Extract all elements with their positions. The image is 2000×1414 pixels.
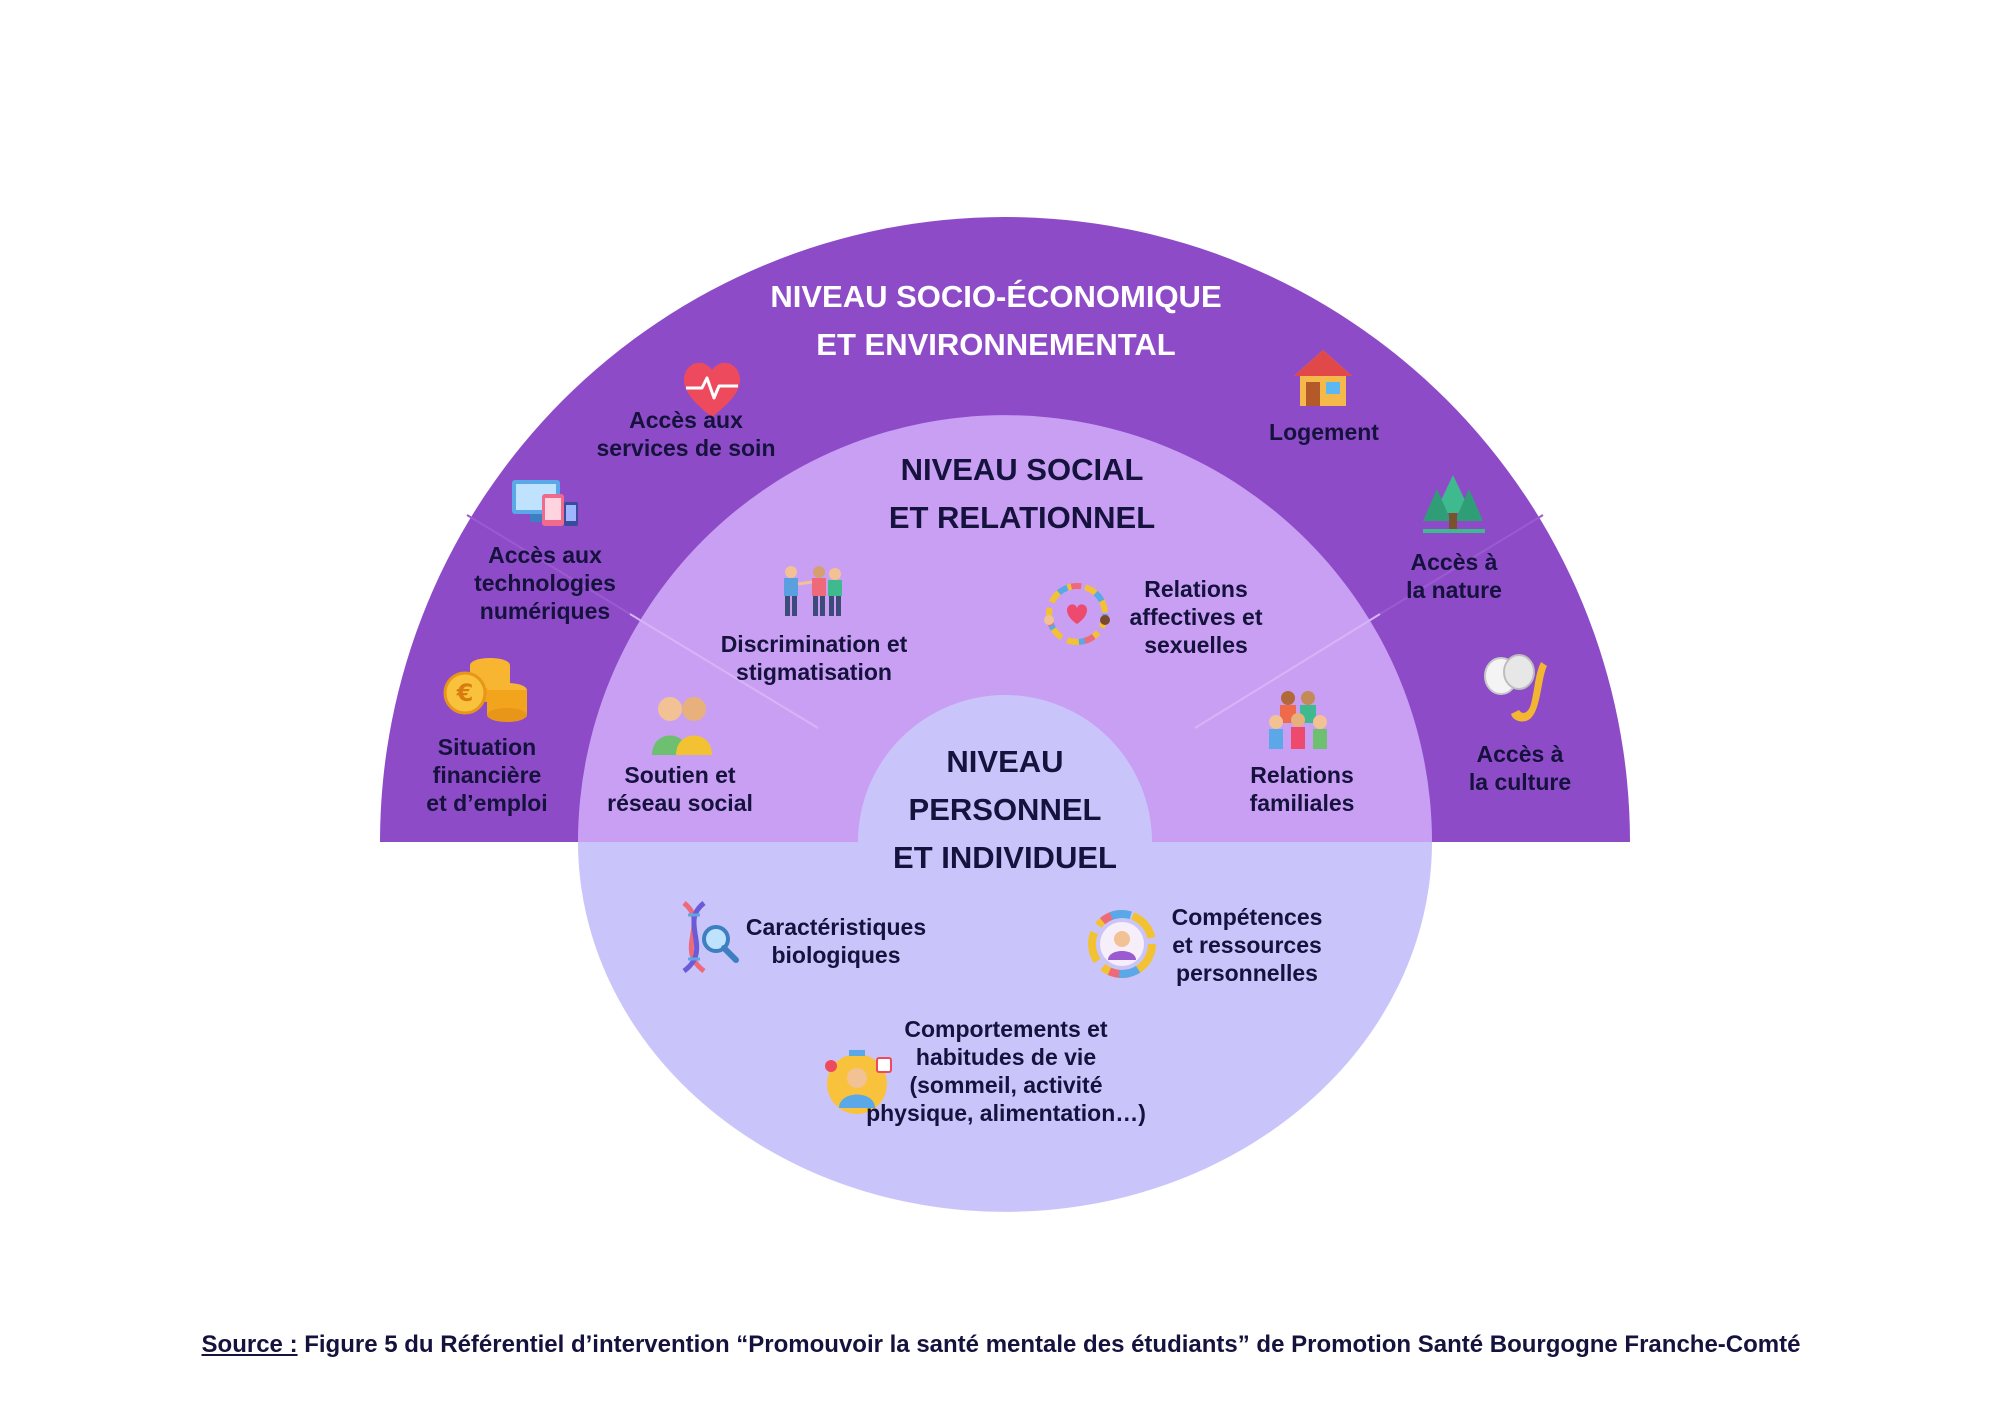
item-acces-nature: Accès à la nature (1406, 549, 1502, 603)
middle-ring-social (578, 415, 1432, 842)
heart-pulse-icon (684, 362, 740, 418)
dna-icon (682, 901, 739, 974)
level-title-social: NIVEAU SOCIAL ET RELATIONNEL (889, 446, 1155, 542)
inner-lower-personnel (578, 842, 1432, 1212)
person-circle-icon (1088, 910, 1156, 978)
lifestyle-icon (825, 1050, 892, 1114)
outer-divider-left (466, 514, 631, 615)
relationship-circle-icon (1044, 583, 1110, 645)
discrimination-people-icon (784, 566, 842, 616)
title-line: ET ENVIRONNEMENTAL (816, 327, 1176, 362)
outer-divider-right (1379, 514, 1544, 615)
item-relations-familiales: Relations familiales (1249, 762, 1355, 816)
title-line: ET INDIVIDUEL (893, 840, 1117, 875)
item-relations-affectives: Relations affectives et sexuelles (1129, 576, 1263, 658)
item-acces-services-soin: Accès aux services de soin (596, 407, 776, 461)
family-icon (1269, 691, 1327, 749)
euro-coins-icon: € (443, 658, 527, 722)
house-icon (1294, 350, 1352, 406)
devices-icon (512, 480, 578, 526)
item-situation-financiere: Situation financière et d’emploi (426, 734, 548, 816)
item-caracteristiques-biologiques: Caractéristiques biologiques (745, 914, 927, 968)
trees-icon (1423, 475, 1485, 533)
theater-saxophone-icon (1484, 654, 1547, 722)
source-caption: Source : Figure 5 du Référentiel d’inter… (202, 1331, 1801, 1359)
middle-divider-left (629, 613, 819, 729)
level-title-socio-economique: NIVEAU SOCIO-ÉCONOMIQUE ET ENVIRONNEMENT… (770, 273, 1221, 369)
title-line: NIVEAU (946, 744, 1064, 779)
svg-text:€: € (456, 679, 474, 707)
source-text: Figure 5 du Référentiel d’intervention “… (297, 1331, 1801, 1358)
item-acces-technologies-numeriques: Accès aux technologies numériques (474, 542, 616, 624)
item-comportements-habitudes: Comportements et habitudes de vie (somme… (866, 1016, 1146, 1126)
title-line: NIVEAU SOCIAL (900, 452, 1144, 487)
support-friends-icon (652, 697, 712, 755)
core-circle-personnel (858, 695, 1152, 842)
item-competences-ressources: Compétences et ressources personnelles (1171, 904, 1323, 986)
item-acces-culture: Accès à la culture (1468, 741, 1572, 795)
source-label: Source : (201, 1331, 298, 1358)
middle-divider-right (1194, 613, 1381, 729)
title-line: NIVEAU SOCIO-ÉCONOMIQUE (770, 279, 1222, 314)
item-logement: Logement (1269, 419, 1379, 445)
item-discrimination-stigmatisation: Discrimination et stigmatisation (720, 631, 908, 685)
level-title-personnel: NIVEAU PERSONNEL ET INDIVIDUEL (893, 738, 1117, 882)
title-line: ET RELATIONNEL (888, 500, 1156, 535)
title-line: PERSONNEL (908, 792, 1102, 827)
item-soutien-reseau-social: Soutien et réseau social (607, 762, 753, 816)
